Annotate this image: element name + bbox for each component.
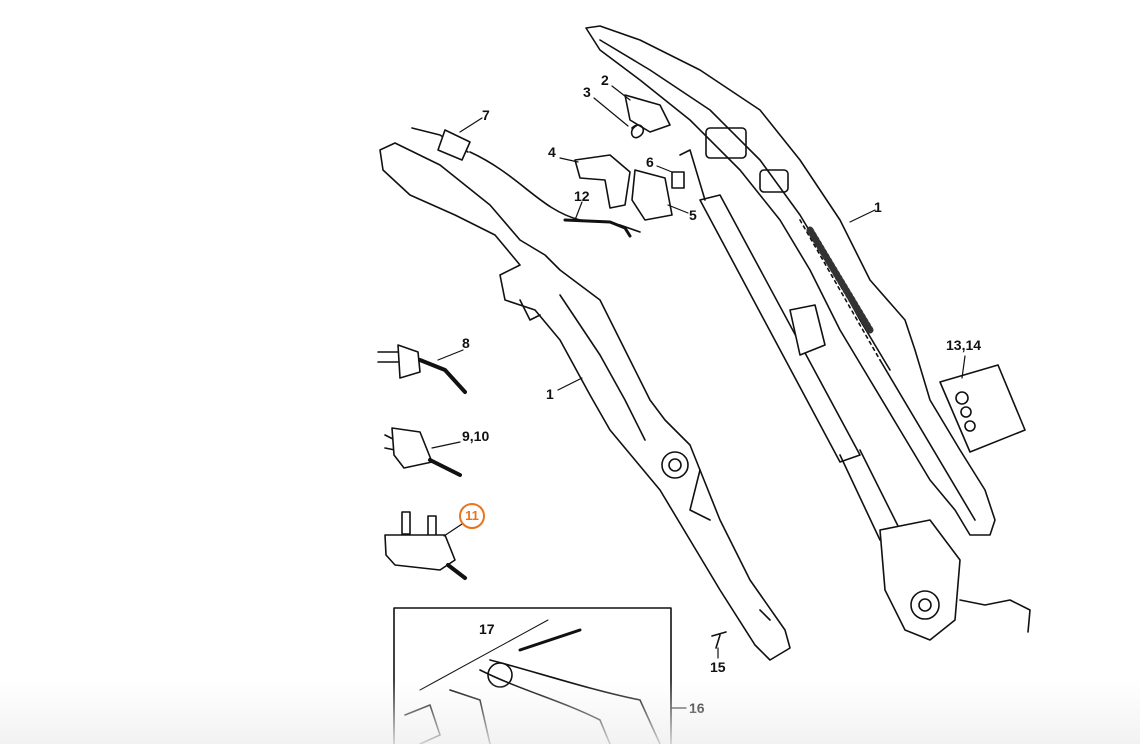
part-6-cap [671, 171, 685, 189]
label-part-11-highlighted[interactable]: 11 [459, 503, 485, 529]
label-part-15: 15 [710, 659, 726, 675]
part-12-strain-relief [563, 218, 632, 238]
label-part-4: 4 [548, 144, 556, 160]
leader-lines [431, 85, 966, 709]
part-2-bracket [624, 94, 671, 133]
part-5-switch [631, 169, 673, 221]
label-part-1-right: 1 [874, 199, 882, 215]
label-part-9-10: 9,10 [462, 428, 490, 444]
housing-shell-right [585, 25, 996, 536]
part-13-14-label-sheet [939, 364, 1026, 453]
inner-assembly [679, 149, 1031, 641]
label-part-13-14: 13,14 [946, 337, 982, 353]
part-3-spring [630, 124, 645, 139]
label-part-1-left: 1 [546, 386, 554, 402]
label-part-3: 3 [583, 84, 591, 100]
label-part-12: 12 [574, 188, 590, 204]
label-part-8: 8 [462, 335, 470, 351]
label-part-2: 2 [601, 72, 609, 88]
part-11-uk-plug [384, 511, 467, 580]
part-9-10-plug [384, 427, 462, 477]
part-8-plug [377, 344, 467, 394]
part-4-switch-lever [574, 154, 631, 209]
bottom-fade-overlay [0, 680, 1140, 744]
label-part-7: 7 [482, 107, 490, 123]
part-15-screw [711, 631, 727, 649]
label-part-5: 5 [689, 207, 697, 223]
housing-shell-left [379, 142, 791, 661]
label-part-17: 17 [479, 621, 495, 637]
label-part-6: 6 [646, 154, 654, 170]
